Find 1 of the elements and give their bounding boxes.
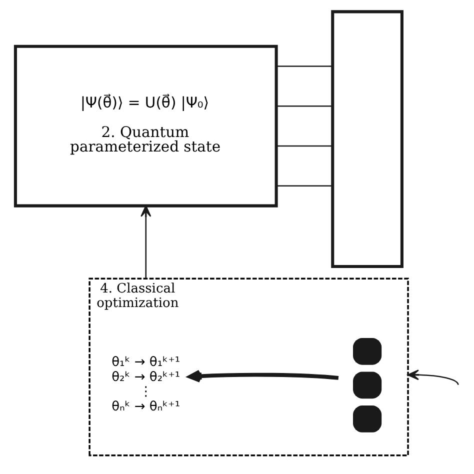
node-text: θ₁ᵏ → θ₁ᵏ⁺¹ θ₂ᵏ → θ₂ᵏ⁺¹ ⋮ θₙᵏ → θₙᵏ⁺¹ (111, 355, 180, 414)
